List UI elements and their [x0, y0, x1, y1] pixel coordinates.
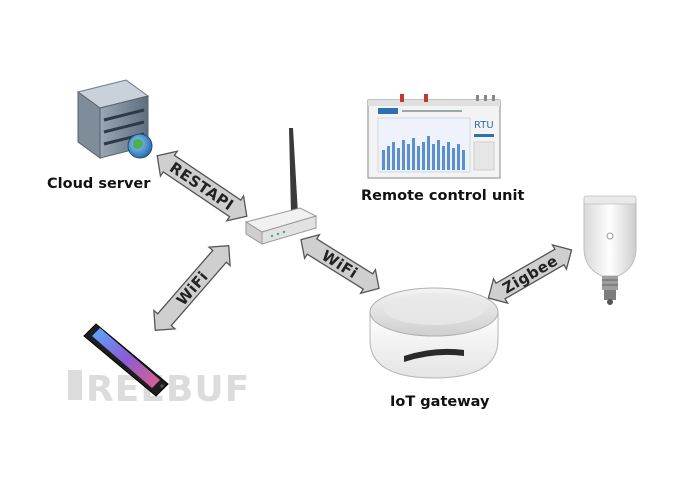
router-icon	[244, 128, 318, 245]
watermark-text: REEBUF	[86, 369, 250, 410]
cloud-server-icon	[76, 79, 153, 159]
rtu-brand-text: RTU	[474, 120, 494, 131]
remote-control-unit-icon: RTU	[367, 94, 501, 179]
restapi-arrow: RESTAPI	[156, 150, 248, 222]
remote-control-unit-label: Remote control unit	[361, 188, 524, 204]
watermark: REEBUF	[68, 369, 250, 410]
smartphone-icon	[83, 323, 169, 397]
smart-bulb-icon	[583, 195, 637, 305]
iot-gateway-icon	[369, 287, 499, 379]
restapi-label: RESTAPI	[166, 158, 237, 214]
iot-gateway-label: IoT gateway	[390, 394, 490, 410]
zigbee-label: Zigbee	[499, 251, 561, 297]
zigbee-arrow: Zigbee	[487, 243, 573, 305]
wifi-router-phone-arrow: WiFi	[153, 245, 231, 331]
cloud-server-label: Cloud server	[47, 176, 151, 192]
rtu-screen-bars	[382, 136, 465, 170]
wifi-gateway-label: WiFi	[318, 246, 361, 282]
wifi-router-gateway-arrow: WiFi	[300, 233, 380, 295]
